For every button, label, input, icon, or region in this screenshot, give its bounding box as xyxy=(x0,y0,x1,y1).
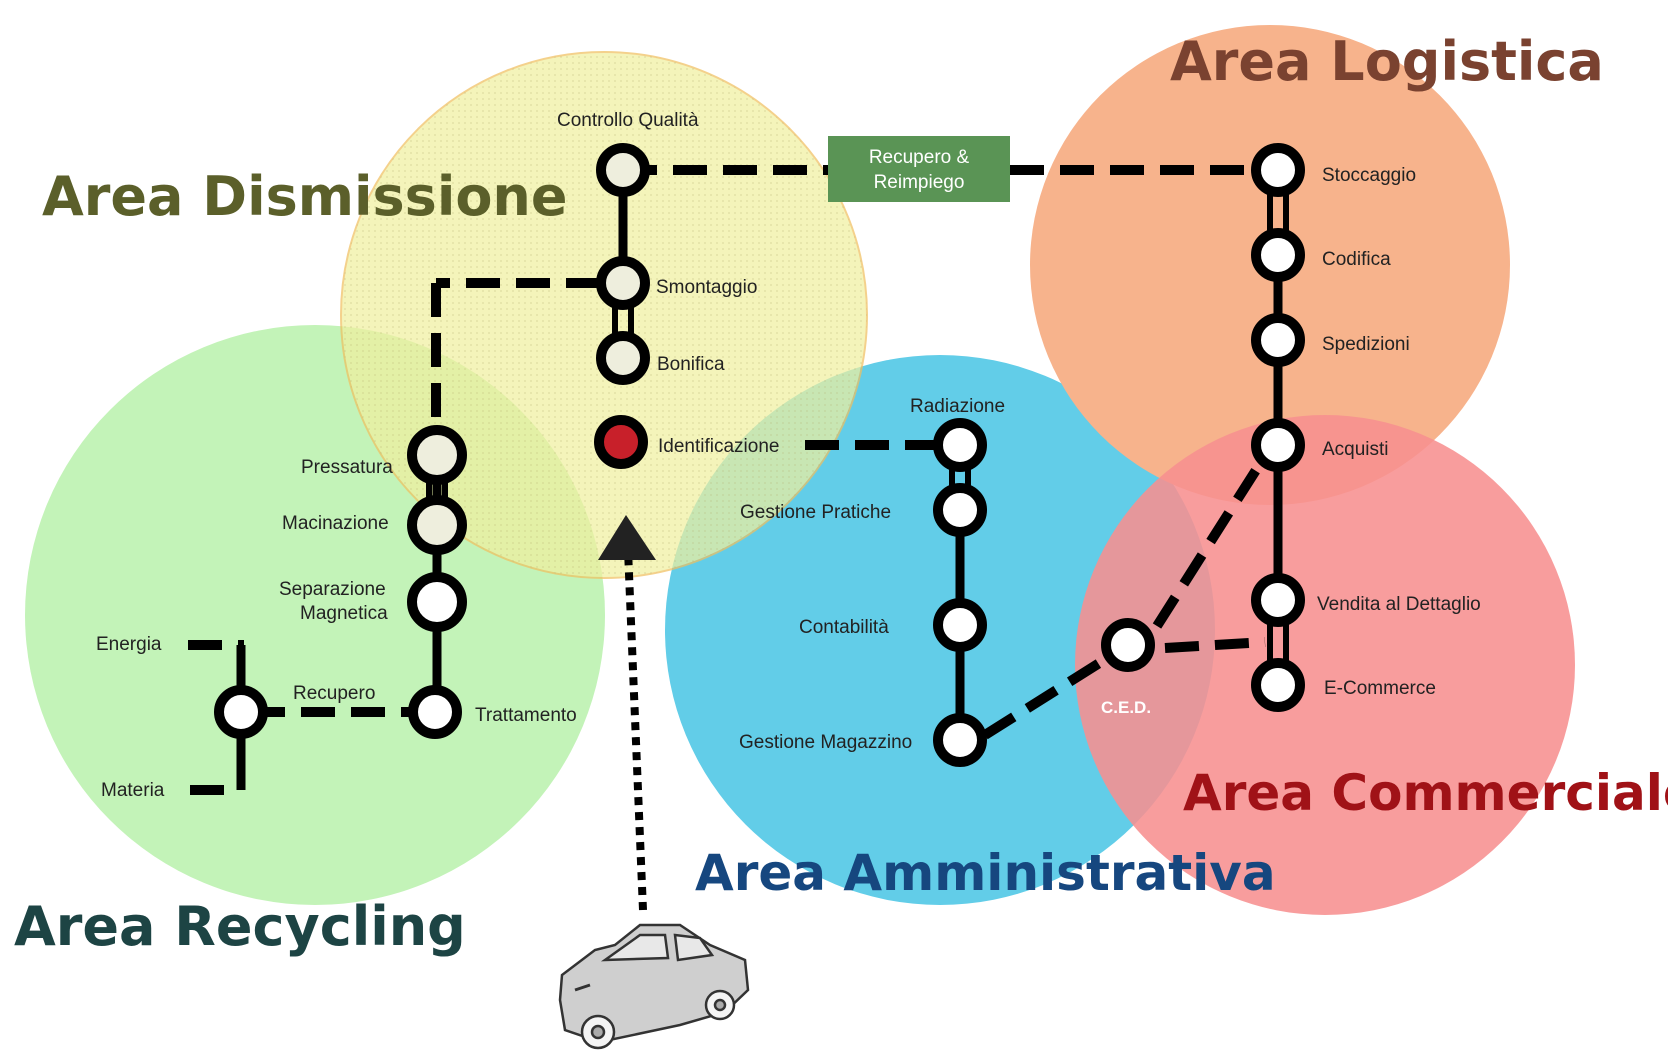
station-bonifica xyxy=(596,331,650,385)
label-macinazione: Macinazione xyxy=(282,513,389,534)
recupero-box-line2: Reimpiego xyxy=(874,172,965,193)
station-gestione-pratiche xyxy=(933,483,987,537)
label-ecommerce: E-Commerce xyxy=(1324,678,1436,699)
station-separazione xyxy=(407,572,467,632)
label-codifica: Codifica xyxy=(1322,249,1391,270)
recupero-box-line1: Recupero & xyxy=(869,147,970,168)
label-pressatura: Pressatura xyxy=(301,457,393,478)
station-codifica xyxy=(1251,228,1305,282)
station-trattamento xyxy=(408,685,462,739)
label-materia: Materia xyxy=(101,780,165,801)
label-smontaggio: Smontaggio xyxy=(656,277,757,298)
stations xyxy=(214,143,1305,767)
dotted-path xyxy=(624,549,647,911)
label-separazione-line2: Magnetica xyxy=(300,603,388,624)
area-commerciale-circle xyxy=(1075,415,1575,915)
station-stoccaggio xyxy=(1251,143,1305,197)
station-labels: Controllo Qualità Smontaggio Bonifica Id… xyxy=(96,110,1481,801)
station-gestione-magazzino xyxy=(933,713,987,767)
dashed-lines xyxy=(188,165,1275,795)
car-icon xyxy=(558,923,750,1050)
label-ced: C.E.D. xyxy=(1101,698,1151,717)
station-recupero xyxy=(214,685,268,739)
recupero-reimpiego-box: Recupero & Reimpiego xyxy=(828,136,1010,202)
station-vendita xyxy=(1251,573,1305,627)
station-controllo-qualita xyxy=(596,143,650,197)
area-dismissione-title: Area Dismissione xyxy=(42,165,568,228)
area-amministrativa-title: Area Amministrativa xyxy=(695,844,1276,902)
label-separazione-line1: Separazione xyxy=(279,579,386,600)
station-pressatura xyxy=(407,425,467,485)
label-spedizioni: Spedizioni xyxy=(1322,334,1410,355)
station-ced xyxy=(1101,618,1155,672)
label-radiazione: Radiazione xyxy=(910,396,1005,417)
area-recycling-title: Area Recycling xyxy=(14,895,466,958)
station-contabilita xyxy=(933,598,987,652)
station-identificazione xyxy=(594,415,648,469)
label-bonifica: Bonifica xyxy=(657,354,725,375)
station-radiazione xyxy=(933,418,987,472)
station-spedizioni xyxy=(1251,313,1305,367)
station-ecommerce xyxy=(1251,658,1305,712)
label-energia: Energia xyxy=(96,634,162,655)
label-acquisti: Acquisti xyxy=(1322,439,1389,460)
label-controllo-qualita: Controllo Qualità xyxy=(557,110,699,131)
station-macinazione xyxy=(407,495,467,555)
label-gestione-pratiche: Gestione Pratiche xyxy=(740,502,891,523)
station-smontaggio xyxy=(596,256,650,310)
area-dismissione-texture xyxy=(341,52,867,578)
arrow-up-icon xyxy=(598,515,656,560)
label-gestione-magazzino: Gestione Magazzino xyxy=(739,732,912,753)
area-logistica-title: Area Logistica xyxy=(1170,30,1604,93)
label-identificazione: Identificazione xyxy=(658,436,779,457)
label-vendita: Vendita al Dettaglio xyxy=(1317,594,1481,615)
label-contabilita: Contabilità xyxy=(799,617,889,638)
label-trattamento: Trattamento xyxy=(475,705,577,726)
area-commerciale-title: Area Commerciale xyxy=(1183,764,1668,822)
station-acquisti xyxy=(1251,418,1305,472)
label-stoccaggio: Stoccaggio xyxy=(1322,165,1416,186)
label-recupero: Recupero xyxy=(293,683,375,704)
